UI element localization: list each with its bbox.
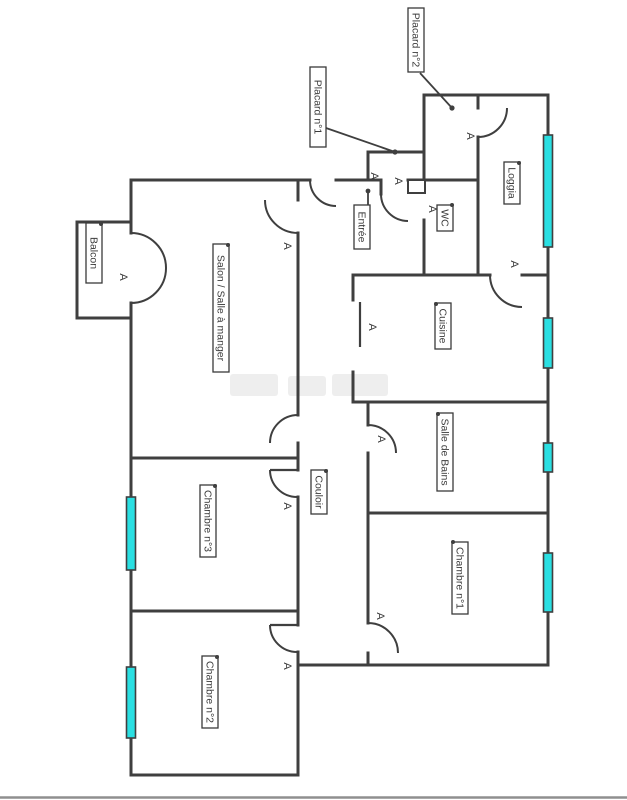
label-anchor-dots	[99, 161, 521, 659]
door-arc-chambre3	[269, 469, 298, 498]
room-label-placard1: Placard n°1	[309, 66, 327, 148]
door-marker-chambre1: A	[374, 612, 386, 620]
room-label-placard2: Placard n°2	[407, 7, 425, 73]
door-markers: A A A A A A A A A A A A	[117, 132, 520, 670]
door-marker-salon: A	[281, 242, 293, 250]
svg-text:WC: WC	[439, 209, 451, 227]
door-arc-salon	[264, 199, 299, 234]
svg-text:Balcon: Balcon	[88, 237, 100, 269]
room-label-chambre2: Chambre n°2	[201, 655, 219, 729]
door-arc-loggia	[477, 107, 508, 138]
door-arc-cuisine	[489, 274, 523, 308]
svg-text:Couloir: Couloir	[313, 475, 325, 509]
door-arc-balcon-top	[130, 232, 167, 269]
svg-text:Entrée: Entrée	[356, 212, 368, 243]
room-label-salon: Salon / Salle à manger	[212, 243, 230, 373]
door-marker-salle-de-bains: A	[375, 435, 387, 443]
label-leaders	[325, 72, 455, 205]
window-loggia	[542, 134, 554, 248]
room-label-wc: WC	[436, 204, 454, 232]
svg-text:Cuisine: Cuisine	[437, 308, 449, 343]
window-chambre2	[125, 666, 137, 739]
door-arc-couloir	[269, 414, 299, 444]
door-marker-cuisine: A	[366, 323, 378, 331]
room-label-loggia: Loggia	[503, 161, 521, 205]
walls	[75, 93, 550, 777]
doors	[130, 107, 523, 654]
door-marker-placard1: A	[368, 172, 380, 180]
room-labels: Placard n°2 Placard n°1 Loggia WC Entrée…	[85, 7, 521, 729]
door-marker-chambre3: A	[281, 502, 293, 510]
window-chambre1	[542, 552, 554, 613]
door-arc-entrance	[309, 179, 337, 207]
door-arc-balcon-bottom	[130, 267, 167, 304]
svg-text:Salon / Salle à manger: Salon / Salle à manger	[215, 255, 227, 362]
room-label-chambre1: Chambre n°1	[451, 541, 469, 615]
windows	[125, 134, 554, 739]
leader-placard1	[325, 127, 396, 153]
svg-text:Placard n°1: Placard n°1	[312, 80, 324, 135]
door-arc-chambre2	[269, 624, 298, 653]
window-chambre3	[125, 496, 137, 571]
door-marker-cuisine-loggia: A	[508, 260, 520, 268]
room-label-salle-de-bains: Salle de Bains	[436, 412, 454, 492]
svg-text:Salle de Bains: Salle de Bains	[439, 418, 451, 485]
leader-placard2	[419, 72, 453, 109]
room-label-balcon: Balcon	[85, 222, 103, 284]
door-arc-salle-de-bains	[367, 424, 397, 454]
svg-text:Placard n°2: Placard n°2	[410, 13, 422, 68]
window-salle-de-bains	[542, 442, 554, 473]
svg-text:Chambre n°2: Chambre n°2	[204, 661, 216, 723]
svg-text:Chambre n°3: Chambre n°3	[202, 490, 214, 552]
room-label-entree: Entrée	[353, 204, 371, 250]
wall-pier	[407, 179, 426, 194]
watermark	[230, 374, 388, 396]
svg-text:Loggia: Loggia	[506, 167, 518, 199]
door-marker-loggia: A	[464, 132, 476, 140]
window-cuisine	[542, 317, 554, 369]
door-arc-chambre1	[367, 622, 399, 654]
door-marker-balcon: A	[117, 273, 129, 281]
door-marker-wc: A	[426, 205, 438, 213]
room-label-chambre3: Chambre n°3	[199, 484, 217, 558]
door-arc-placard1	[380, 193, 409, 222]
room-label-couloir: Couloir	[310, 469, 328, 515]
door-marker-entrance: A	[392, 177, 404, 185]
svg-text:Chambre n°1: Chambre n°1	[454, 547, 466, 609]
room-label-cuisine: Cuisine	[434, 302, 452, 350]
door-marker-chambre2: A	[281, 662, 293, 670]
